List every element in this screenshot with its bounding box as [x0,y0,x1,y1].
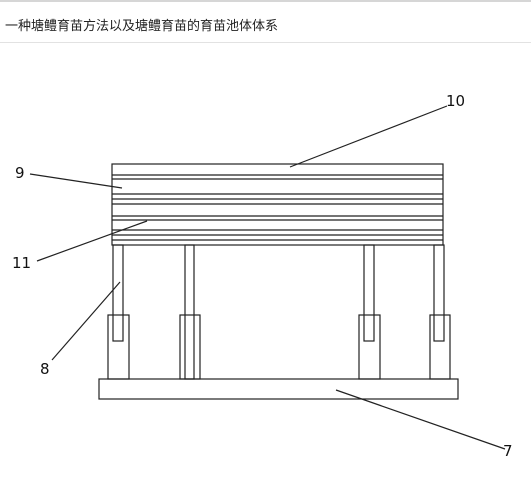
label-11: 11 [12,254,31,272]
socket-4 [429,314,451,380]
leader-line-10 [289,105,448,168]
pillar-4 [433,244,445,342]
pillar-1 [112,244,124,342]
socket-2 [179,314,201,380]
leader-line-9 [29,173,123,189]
base-plate [98,378,459,400]
title-divider [0,42,531,43]
label-9: 9 [15,164,25,182]
socket-3 [358,314,381,380]
socket-1 [107,314,130,380]
leader-line-7 [335,389,506,450]
leader-line-8 [51,281,121,361]
leader-line-11 [36,220,148,262]
pillar-3 [363,244,375,342]
pillar-2 [184,244,195,380]
label-8: 8 [40,360,50,378]
label-10: 10 [446,92,465,110]
page-title: 一种塘鳢育苗方法以及塘鳢育苗的育苗池体体系 [5,19,279,34]
top-border [0,0,531,2]
label-7: 7 [503,442,513,460]
